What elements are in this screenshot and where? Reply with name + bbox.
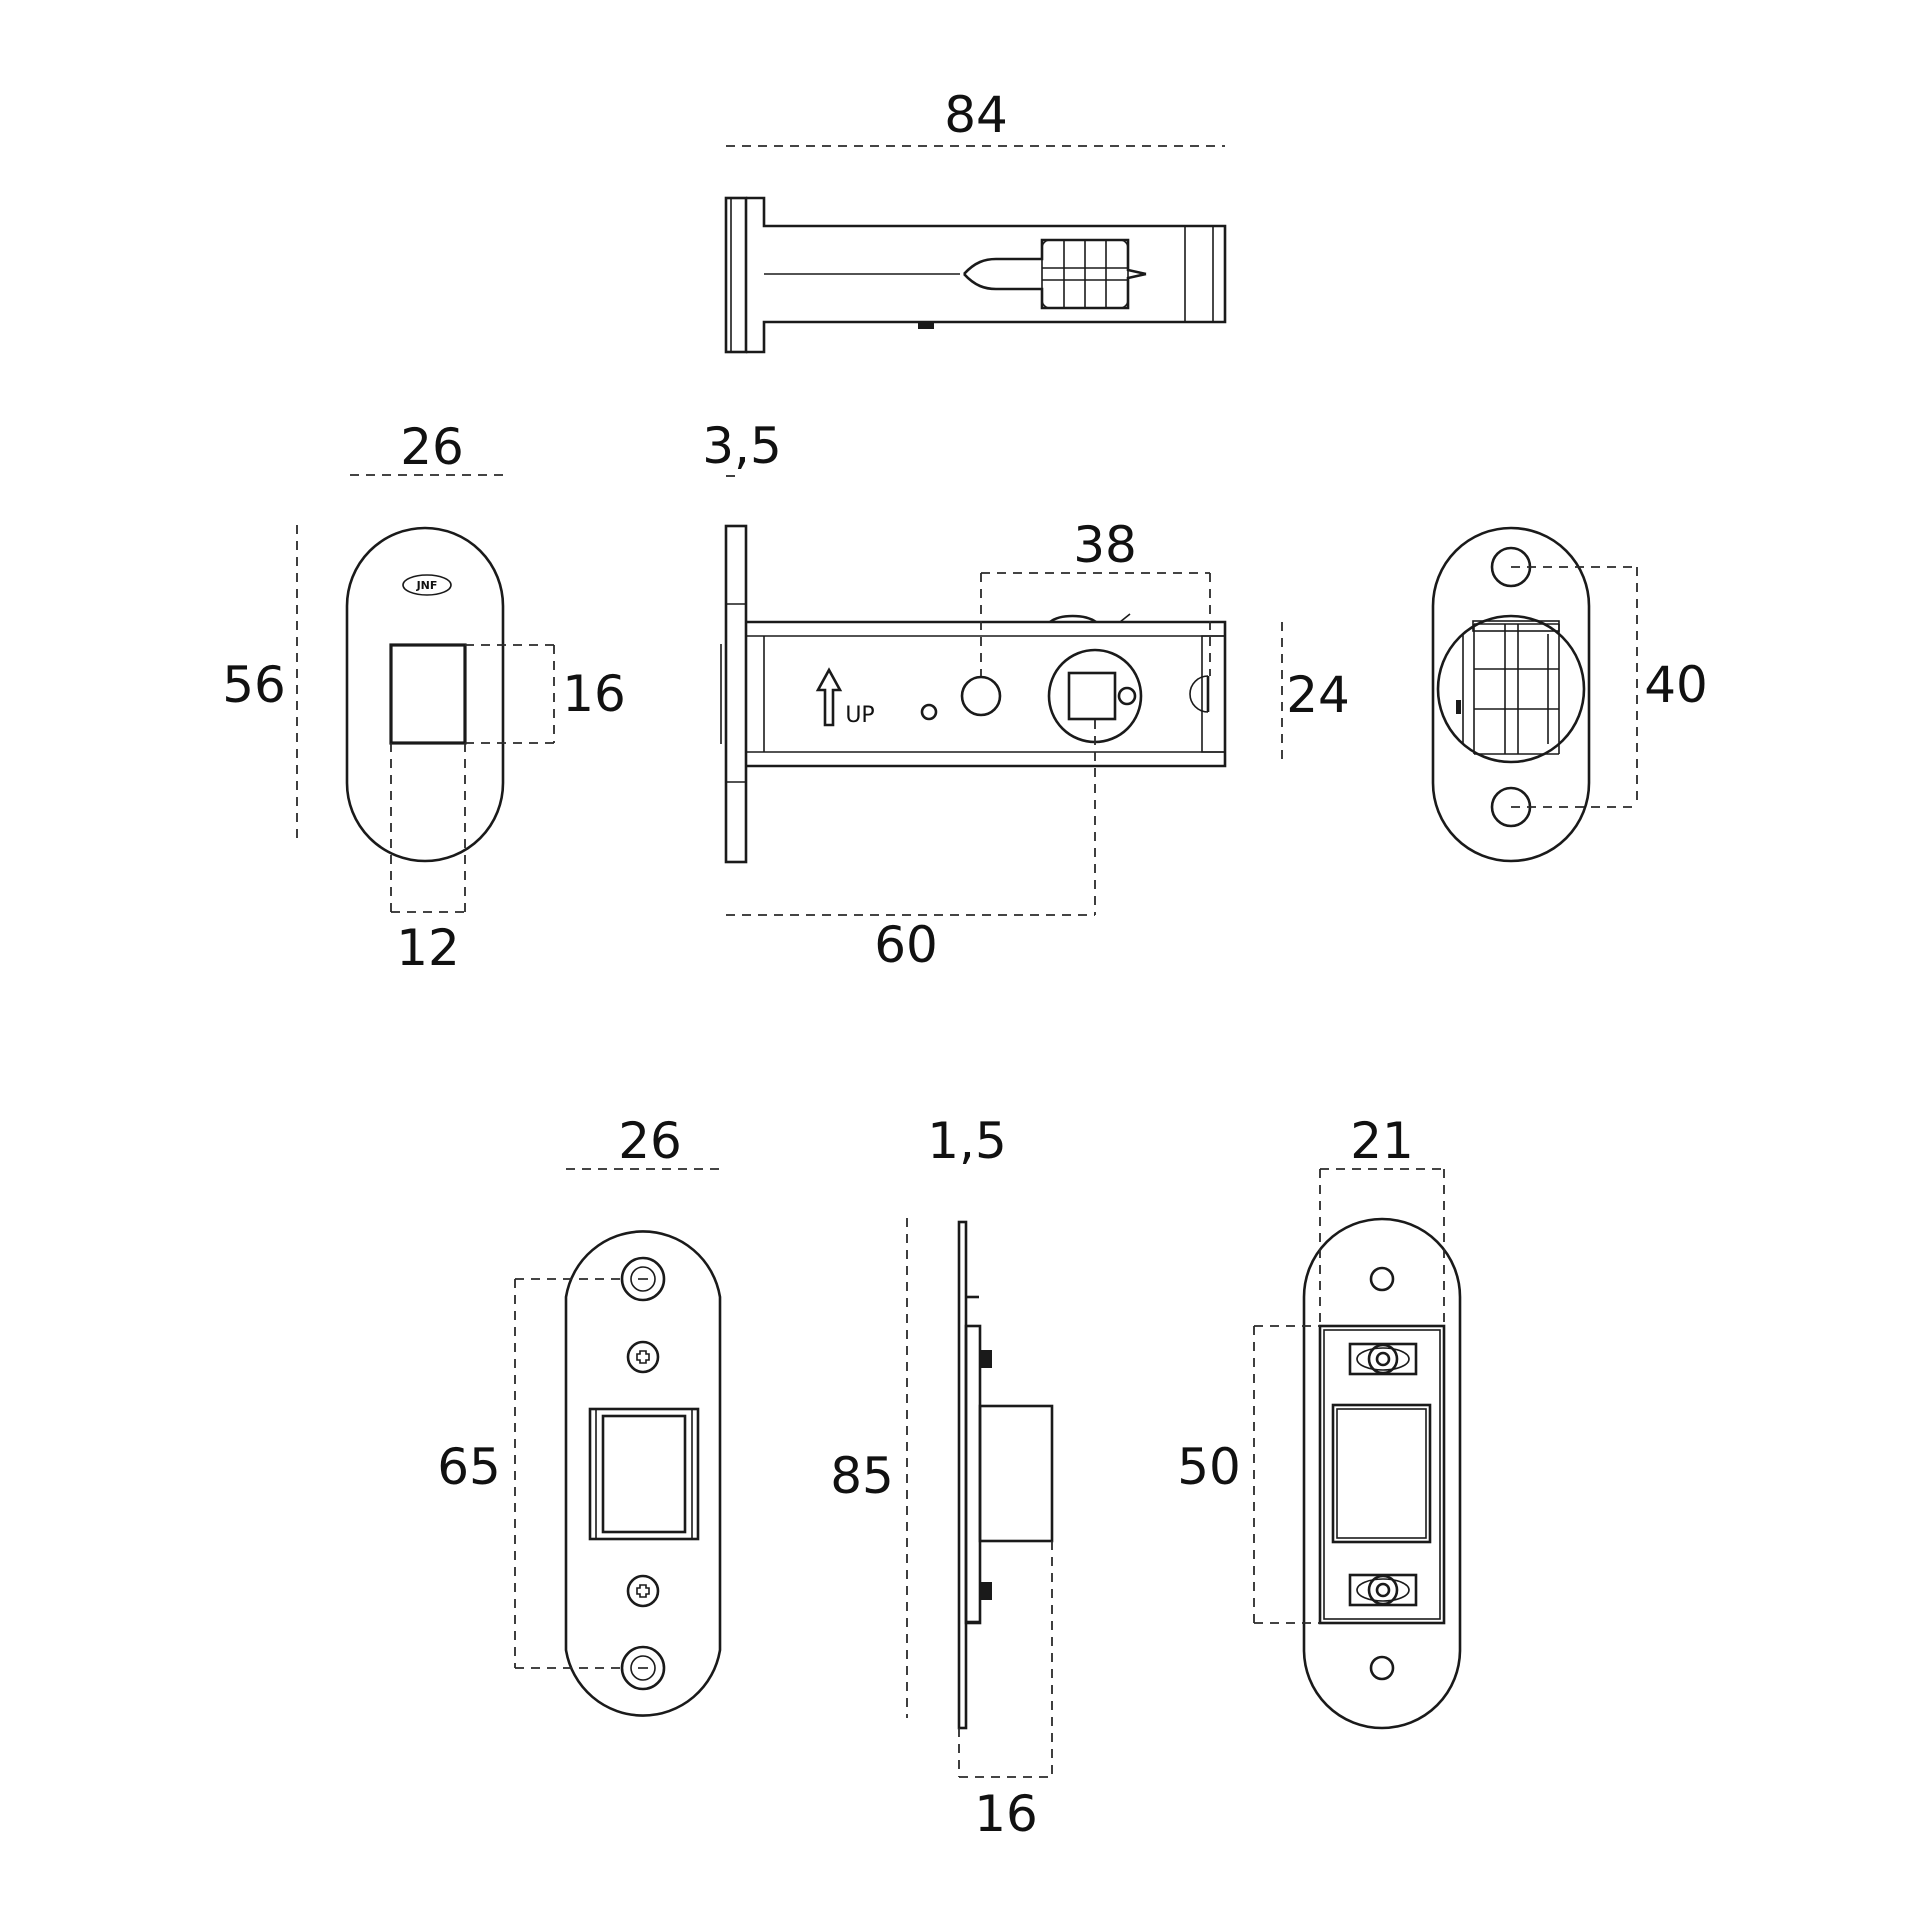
small-pin-hole xyxy=(920,703,938,721)
dim-label-1-5: 1,5 xyxy=(927,1112,1007,1170)
bolt-face xyxy=(389,643,467,745)
dim-label-56: 56 xyxy=(222,656,286,714)
box-top-screw-icon xyxy=(1367,1343,1399,1375)
dim-label-84: 84 xyxy=(944,86,1008,144)
dim-label-38: 38 xyxy=(1073,516,1137,574)
box-bolt-opening xyxy=(1331,1403,1432,1544)
dim-label-85: 85 xyxy=(830,1447,894,1505)
strike-box-outline xyxy=(1318,1324,1446,1625)
dim-label-16-box: 16 xyxy=(974,1785,1038,1843)
phillips-screw-top-icon xyxy=(626,1340,660,1374)
strike-top-screw-hole xyxy=(620,1256,666,1302)
dim-label-16-bolt: 16 xyxy=(562,665,626,723)
dim-label-21: 21 xyxy=(1350,1112,1414,1170)
latch-top-view: 84 xyxy=(724,86,1227,354)
strike-plate-front-view: 26 65 xyxy=(437,1112,722,1717)
dim-label-60: 60 xyxy=(874,916,938,974)
strike-side-view: 1,5 85 16 xyxy=(830,1112,1054,1843)
dim-label-12: 12 xyxy=(396,919,460,977)
spindle-hole xyxy=(960,675,1002,717)
strike-box-profile xyxy=(978,1404,1054,1543)
up-label: UP xyxy=(845,703,874,728)
follower-square xyxy=(1067,671,1117,721)
box-bottom-screw-icon xyxy=(1367,1574,1399,1606)
dim-label-40: 40 xyxy=(1644,656,1708,714)
latch-end-view: 40 xyxy=(1431,526,1708,863)
dim-label-50: 50 xyxy=(1177,1438,1241,1496)
up-arrow-icon xyxy=(815,667,843,727)
strike-box-back-view: 21 50 xyxy=(1177,1112,1462,1730)
box-bottom-hole xyxy=(1369,1655,1395,1681)
strike-bottom-screw-hole xyxy=(620,1645,666,1691)
box-top-hole xyxy=(1369,1266,1395,1292)
strike-opening xyxy=(588,1407,700,1541)
faceplate-front-view: JNF 26 56 16 12 xyxy=(222,418,626,977)
dim-label-3-5: 3,5 xyxy=(702,417,782,475)
dim-label-24: 24 xyxy=(1286,666,1350,724)
latch-side-view: UP 3,5 38 24 60 xyxy=(702,417,1350,974)
dim-label-26-faceplate: 26 xyxy=(400,418,464,476)
phillips-screw-bottom-icon xyxy=(626,1574,660,1608)
rose-center-disc xyxy=(1436,614,1586,764)
dim-label-26-strike: 26 xyxy=(618,1112,682,1170)
logo-badge xyxy=(402,574,452,596)
logo-text: JNF xyxy=(416,579,438,592)
dim-label-65: 65 xyxy=(437,1438,501,1496)
